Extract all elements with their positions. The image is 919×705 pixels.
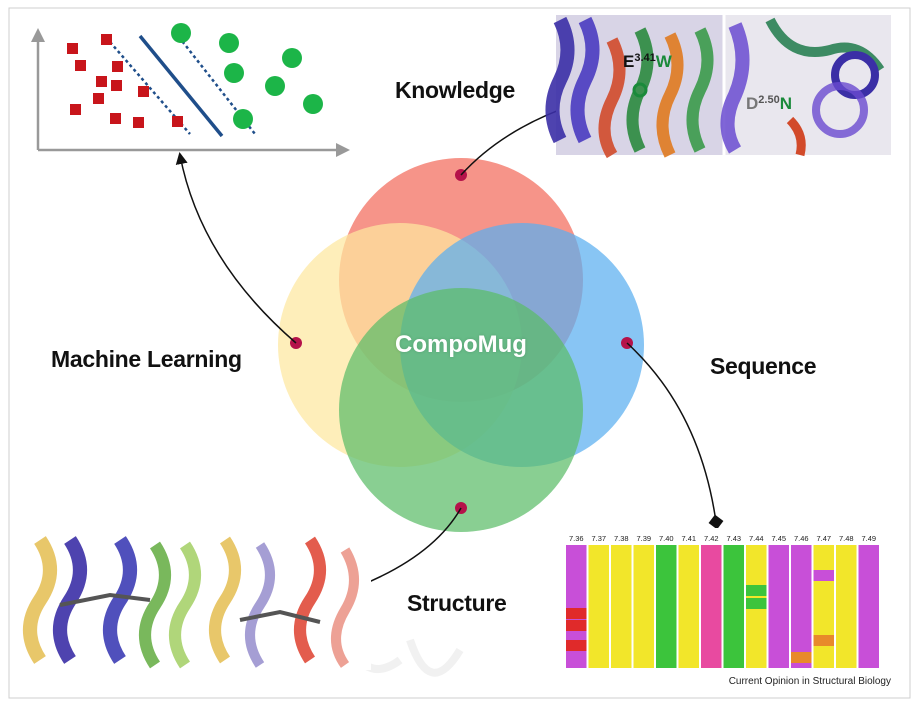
- alignment-column-header: 7.47: [816, 534, 831, 543]
- structure-label: Structure: [407, 590, 507, 616]
- residue-letter: E: [623, 52, 635, 71]
- center-label: CompoMug: [395, 331, 527, 358]
- sequence-label: Sequence: [710, 353, 817, 379]
- residue-label-1: E3.41W: [623, 52, 672, 72]
- alignment-column-header: 7.49: [861, 534, 876, 543]
- alignment-column-header: 7.39: [636, 534, 651, 543]
- knowledge-image-panel: [545, 15, 891, 159]
- alignment-highlight: [791, 652, 812, 663]
- sequence-connector: [626, 342, 724, 530]
- alignment-column: [768, 545, 789, 668]
- residue-label-2: D2.50N: [746, 94, 792, 114]
- residue-letter: D: [746, 94, 759, 113]
- structure-circle: [339, 288, 583, 532]
- alignment-column: [813, 545, 834, 668]
- residue-mutation: N: [779, 94, 792, 113]
- alignment-highlight: [813, 570, 834, 581]
- alignment-column-header: 7.46: [794, 534, 809, 543]
- alignment-column-header: 7.43: [726, 534, 741, 543]
- structure-image-panel: [23, 530, 371, 670]
- residue-index: 2.50: [758, 94, 780, 106]
- machine-learning-label: Machine Learning: [51, 346, 242, 372]
- knowledge-label: Knowledge: [395, 77, 515, 103]
- alignment-column: [836, 545, 857, 668]
- alignment-column-header: 7.42: [704, 534, 719, 543]
- alignment-highlight: [566, 620, 587, 631]
- alignment-highlight: [813, 635, 834, 646]
- alignment-column: [633, 545, 654, 668]
- alignment-highlight: [746, 598, 767, 609]
- venn-diagram: [278, 158, 644, 532]
- class-a-points: [67, 34, 183, 128]
- alignment-column: [791, 545, 812, 668]
- machine-learning-connector: [175, 152, 297, 344]
- alignment-column: [656, 545, 677, 668]
- alignment-column-header: 7.37: [591, 534, 606, 543]
- alignment-column: [678, 545, 699, 668]
- figure-frame: [8, 7, 911, 699]
- alignment-column-header: 7.40: [659, 534, 674, 543]
- alignment-panel: 7.36 7.37 7.38 7.39 7.40 7.41 7.42 7.43 7.44 7.45…: [556, 528, 892, 672]
- alignment-column-header: 7.44: [749, 534, 764, 543]
- alignment-column: [588, 545, 609, 668]
- alignment-column-header: 7.45: [771, 534, 786, 543]
- alignment-highlight: [746, 585, 767, 596]
- alignment-column: [566, 545, 587, 668]
- alignment-highlight: [566, 640, 587, 651]
- residue-index: 3.41: [634, 52, 656, 64]
- alignment-column: [723, 545, 744, 668]
- figure-caption: Current Opinion in Structural Biology: [728, 676, 891, 687]
- separating-line: [138, 34, 224, 138]
- class-b-points: [171, 23, 323, 129]
- alignment-column: [858, 545, 879, 668]
- alignment-highlight: [566, 608, 587, 619]
- alignment-column-header: 7.48: [839, 534, 854, 543]
- alignment-column-header: 7.36: [569, 534, 584, 543]
- alignment-column: [611, 545, 632, 668]
- ml-scatter-panel: [31, 23, 350, 157]
- alignment-column-header: 7.41: [681, 534, 696, 543]
- margin-line: [109, 41, 191, 135]
- alignment-column-header: 7.38: [614, 534, 629, 543]
- alignment-column: [701, 545, 722, 668]
- residue-mutation: W: [655, 52, 672, 71]
